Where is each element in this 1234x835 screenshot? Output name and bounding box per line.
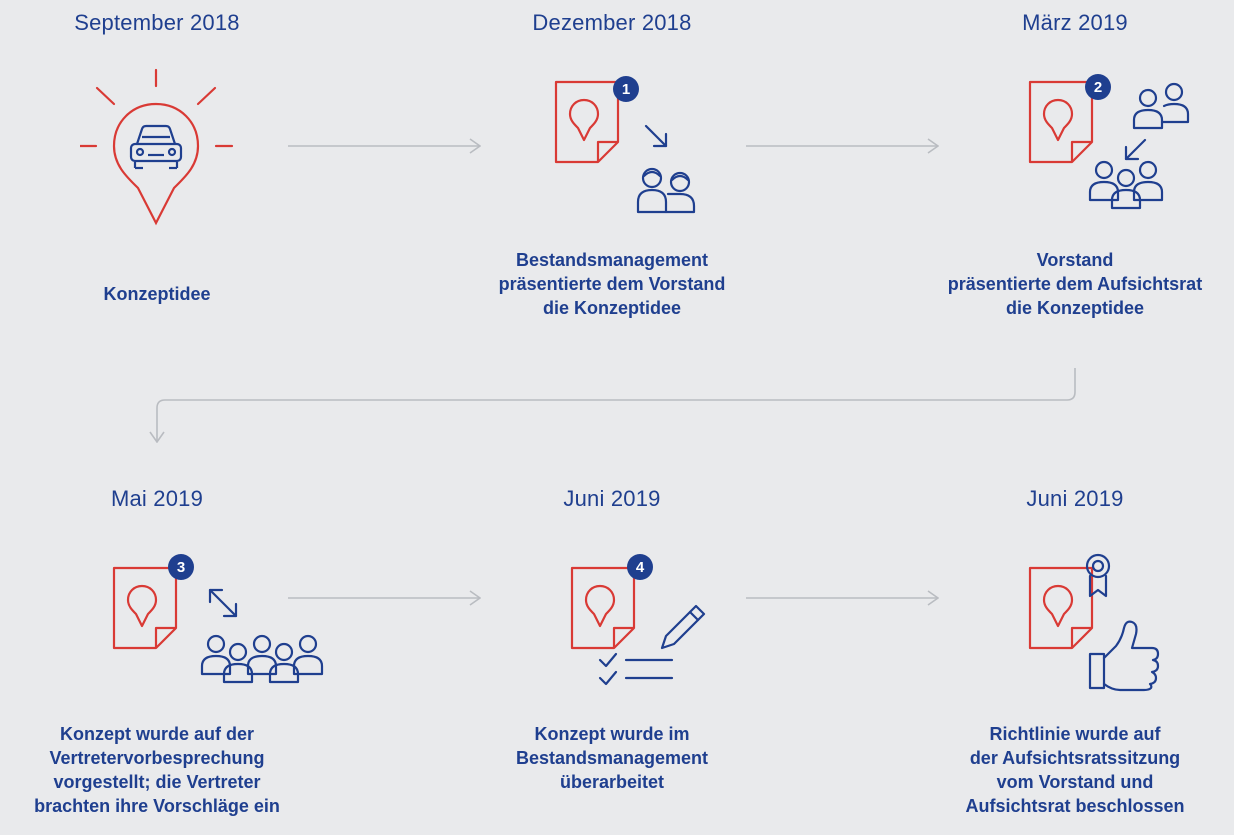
step-5-date: Juni 2019 — [563, 486, 661, 511]
badge-1: 1 — [613, 76, 639, 102]
step-1-text: Konzeptidee — [103, 284, 211, 304]
svg-text:3: 3 — [177, 559, 185, 576]
document-to-people-icon: 1 — [554, 76, 696, 214]
document-to-board-icon: 2 — [1028, 74, 1190, 210]
document-award-thumbsup-icon — [1028, 553, 1160, 692]
car-pin-icon — [80, 68, 234, 226]
step-4-date: Mai 2019 — [110, 486, 204, 511]
step-4-text: Konzept wurde auf der Vertretervorbespre… — [34, 724, 280, 816]
step-6-date: Juni 2019 — [1026, 486, 1124, 511]
step-2-date: Dezember 2018 — [532, 10, 692, 35]
svg-text:4: 4 — [636, 559, 645, 576]
step-5-text: Konzept wurde im Bestandsmanagement über… — [515, 724, 709, 792]
badge-3: 3 — [168, 554, 194, 580]
step-2-text: Bestandsmanagement präsentierte dem Vors… — [498, 250, 726, 318]
step-3-text: Vorstand präsentierte dem Aufsichtsrat d… — [947, 250, 1203, 318]
badge-2: 2 — [1085, 74, 1111, 100]
document-edit-checklist-icon: 4 — [570, 554, 706, 686]
arrow-3-4 — [157, 368, 1076, 442]
step-3-date: März 2019 — [1022, 10, 1128, 35]
svg-text:2: 2 — [1094, 79, 1102, 96]
badge-4: 4 — [627, 554, 653, 580]
document-exchange-group-icon: 3 — [112, 554, 324, 684]
svg-text:1: 1 — [622, 81, 630, 98]
step-6-text: Richtlinie wurde auf der Aufsichtsratssi… — [965, 724, 1185, 816]
step-1-date: September 2018 — [74, 10, 240, 35]
